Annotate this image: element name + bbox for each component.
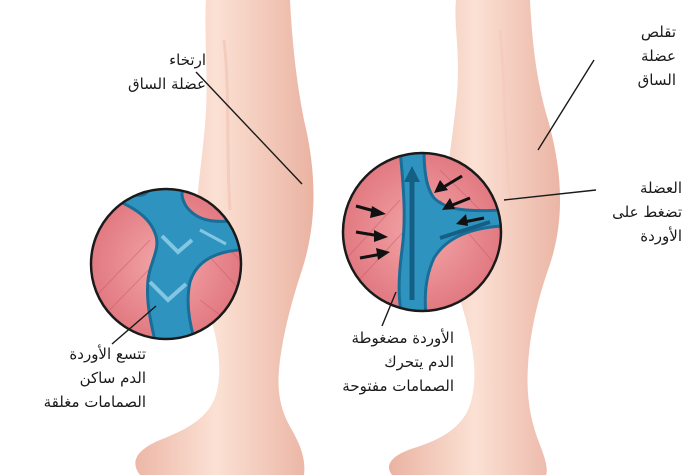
label-veins-compressed: الأوردة مضغوطة الدم يتحرك الصمامات مفتوح… xyxy=(294,326,454,398)
label-line: تقلص xyxy=(596,20,676,44)
label-veins-dilated: تتسع الأوردة الدم ساكن الصمامات مغلقة xyxy=(0,342,146,414)
label-line: تتسع الأوردة xyxy=(0,342,146,366)
label-line: العضلة xyxy=(598,176,682,200)
label-muscle-presses-veins: العضلة تضغط على الأوردة xyxy=(598,176,682,248)
label-line: الدم ساكن xyxy=(0,366,146,390)
label-line: ارتخاء xyxy=(96,48,206,72)
label-line: الصمامات مغلقة xyxy=(0,390,146,414)
label-line: الدم يتحرك xyxy=(294,350,454,374)
label-line: عضلة xyxy=(596,44,676,68)
label-calf-contract: تقلص عضلة الساق xyxy=(596,20,676,92)
label-line: عضلة الساق xyxy=(96,72,206,96)
label-calf-relax: ارتخاء عضلة الساق xyxy=(96,48,206,96)
label-line: الساق xyxy=(596,68,676,92)
label-line: الأوردة مضغوطة xyxy=(294,326,454,350)
label-line: الصمامات مفتوحة xyxy=(294,374,454,398)
label-line: تضغط على xyxy=(598,200,682,224)
label-line: الأوردة xyxy=(598,224,682,248)
